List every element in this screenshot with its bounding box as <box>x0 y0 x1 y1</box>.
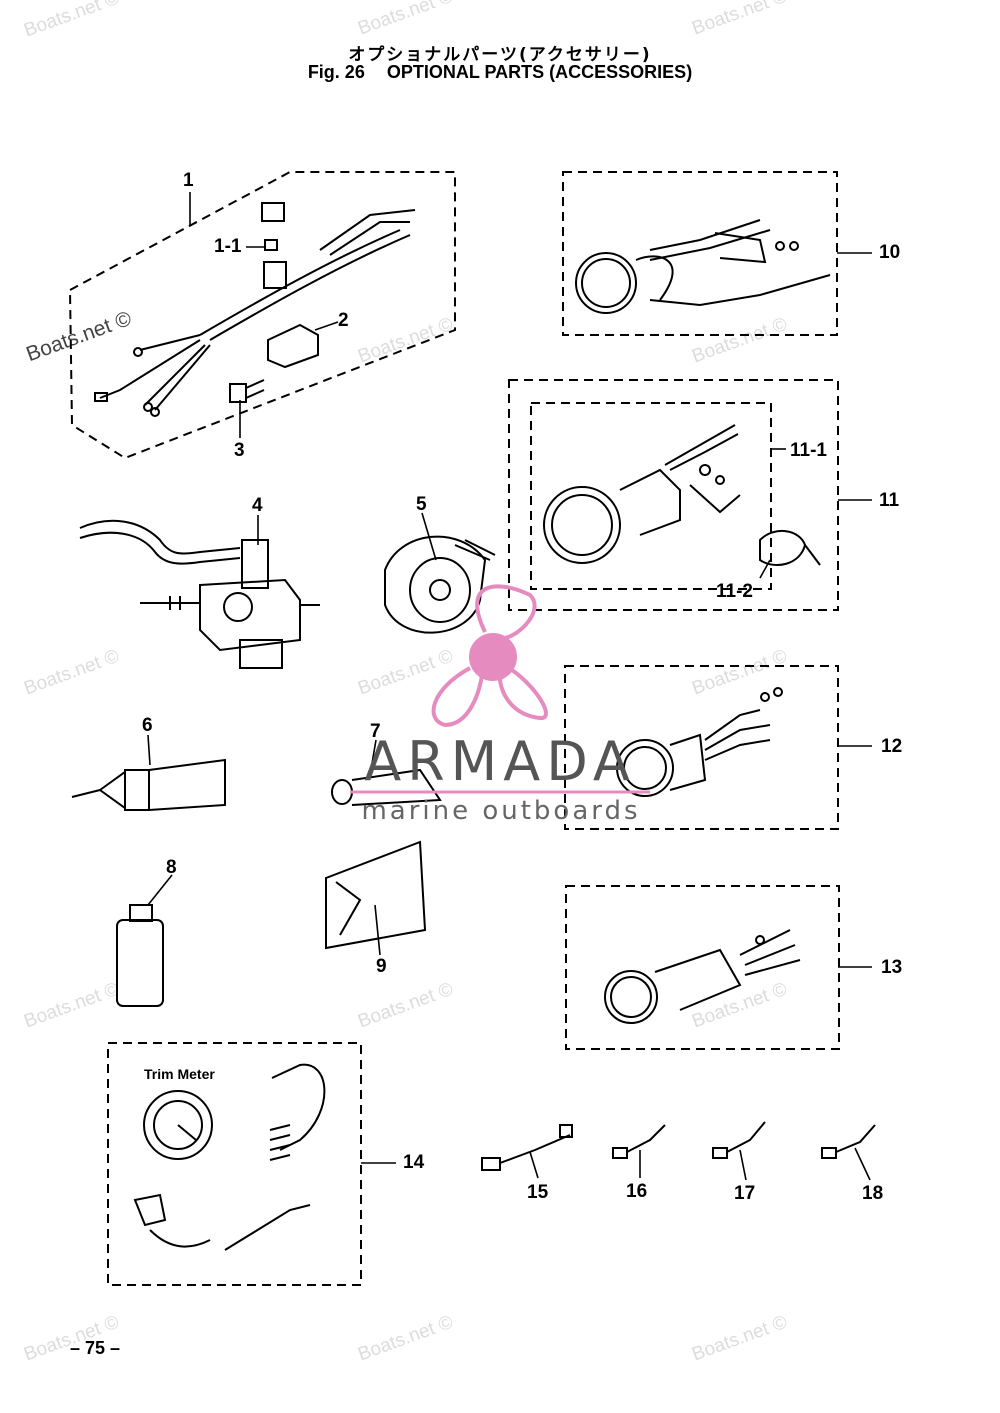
grease-tube-drawing <box>71 758 226 811</box>
page-number: – 75 – <box>70 1338 121 1358</box>
page-title: Fig. 26 OPTIONAL PARTS (ACCESSORIES) <box>0 62 1000 83</box>
figure-label: Fig. 26 <box>307 62 365 82</box>
leader-lines <box>147 192 872 1181</box>
part-number-label: 13 <box>881 957 903 978</box>
logo-name: ARMADA <box>364 730 636 793</box>
part-number-label: 6 <box>142 715 153 736</box>
figure-title: OPTIONAL PARTS (ACCESSORIES) <box>386 62 693 82</box>
part-number-label: 18 <box>862 1183 884 1204</box>
extension-cables-drawing <box>481 1121 876 1171</box>
manual-sheet-drawing <box>325 840 427 950</box>
part-number-label: 8 <box>166 857 177 878</box>
trim-meter-label: Trim Meter <box>144 1066 215 1082</box>
logo-tagline: marine outboards <box>361 796 641 826</box>
part-number-label: 1 <box>183 170 194 191</box>
spray-can-drawing <box>116 904 164 1007</box>
part-number-label: 11 <box>879 490 900 511</box>
part-number-label: 10 <box>879 242 901 263</box>
tachometer-kit-drawing <box>562 171 838 336</box>
part-number-label: 1-1 <box>214 236 242 257</box>
part-number-label: 17 <box>734 1183 756 1204</box>
part-number-label: 11-1 <box>790 440 827 461</box>
part-number-label: 9 <box>376 956 387 977</box>
part-number-label: 11-2 <box>716 581 753 602</box>
page-title-japanese: オプショナルパーツ(アクセサリー) <box>348 45 652 65</box>
part-number-label: 12 <box>881 736 903 757</box>
remote-control-drawing <box>79 519 320 669</box>
part-number-label: 4 <box>252 495 263 516</box>
trim-meter-kit-drawing <box>107 1042 362 1286</box>
part-number-label: 3 <box>234 440 245 461</box>
armada-propeller-logo-icon <box>431 584 548 728</box>
part-number-label: 2 <box>338 310 349 331</box>
part-number-label: 5 <box>416 494 427 515</box>
gauge-12-drawing <box>564 665 839 830</box>
part-number-label: 14 <box>403 1152 425 1173</box>
part-number-label: 16 <box>626 1181 648 1202</box>
gauge-13-drawing <box>565 885 840 1050</box>
speedometer-kit-drawing <box>508 379 839 611</box>
part-number-label: 15 <box>527 1182 549 1203</box>
wiring-harness-drawing <box>69 171 456 460</box>
ignition-switch-drawing <box>384 535 496 634</box>
part-number-label: 7 <box>370 721 381 742</box>
